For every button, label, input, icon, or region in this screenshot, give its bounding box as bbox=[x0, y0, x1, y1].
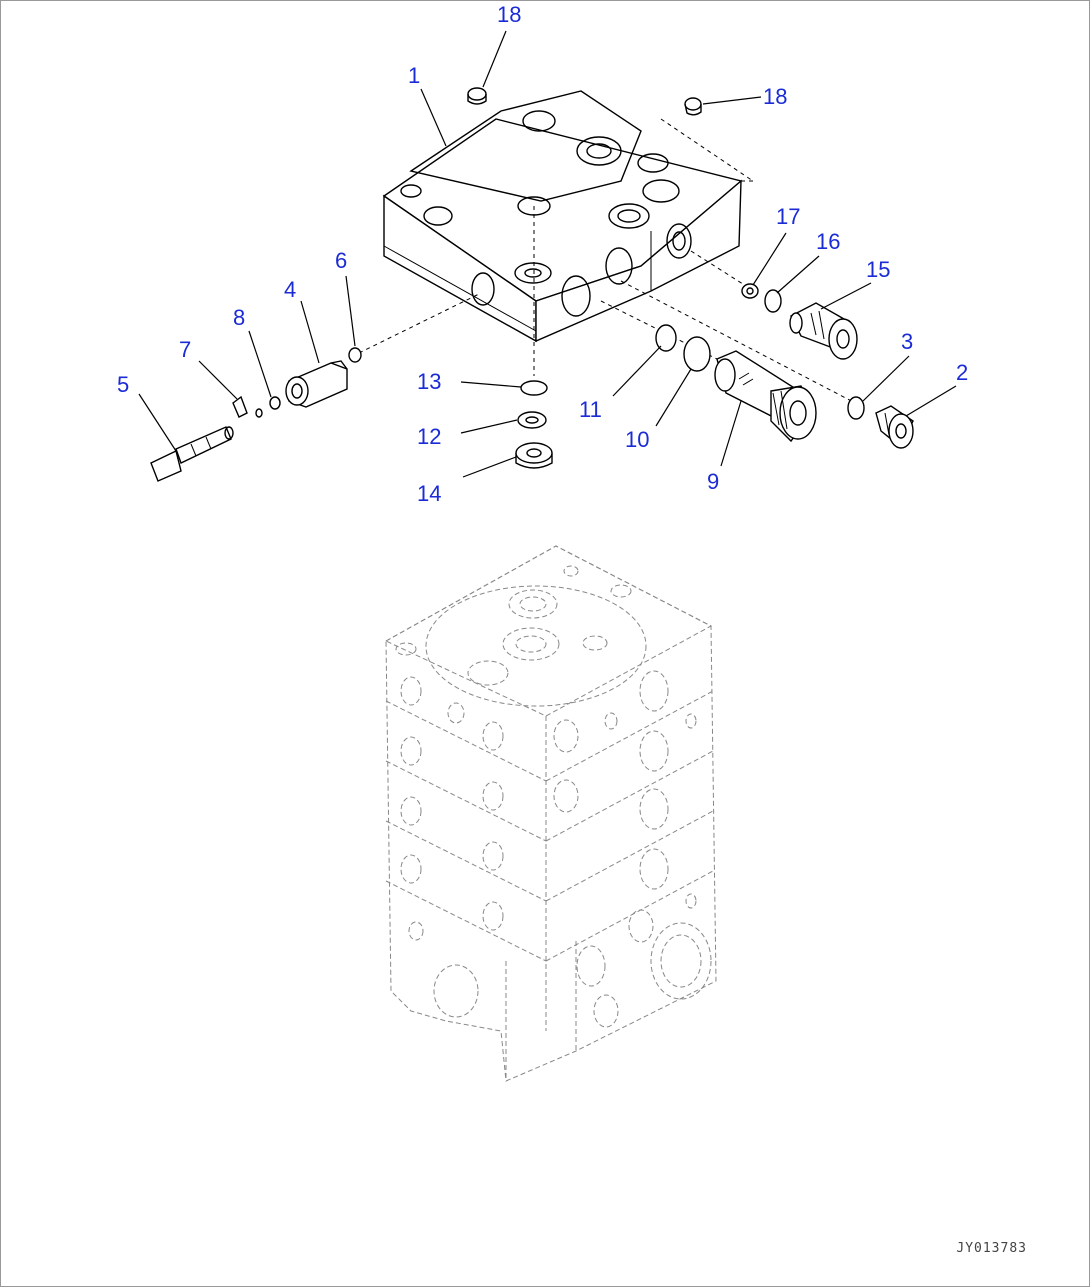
callout-1: 1 bbox=[408, 63, 421, 88]
callout-16: 16 bbox=[816, 229, 841, 254]
callout-13: 13 bbox=[417, 369, 442, 394]
callout-5: 5 bbox=[117, 372, 130, 397]
valve-part-4 bbox=[285, 360, 348, 408]
ring-part-8 bbox=[269, 396, 281, 410]
callout-7: 7 bbox=[179, 337, 192, 362]
callout-18-right: 18 bbox=[763, 84, 788, 109]
plug-part-9 bbox=[714, 350, 817, 443]
oring-part-10 bbox=[683, 336, 711, 372]
callout-6: 6 bbox=[335, 248, 348, 273]
oring-part-11 bbox=[655, 324, 677, 352]
callout-3: 3 bbox=[901, 329, 914, 354]
callout-8: 8 bbox=[233, 305, 246, 330]
callout-17: 17 bbox=[776, 204, 801, 229]
oring-part-16 bbox=[764, 289, 782, 313]
washer-part-12 bbox=[517, 411, 547, 429]
pin-part-7 bbox=[232, 395, 263, 418]
seal-part-6 bbox=[348, 347, 362, 363]
bolt-part-5 bbox=[150, 426, 234, 482]
plug-part-18-right bbox=[684, 97, 702, 116]
oring-part-3 bbox=[847, 396, 865, 420]
seal-part-13 bbox=[520, 380, 548, 396]
callout-14: 14 bbox=[417, 481, 442, 506]
callout-4: 4 bbox=[284, 277, 297, 302]
callout-11: 11 bbox=[579, 397, 602, 422]
valve-stack-assembly-ghost bbox=[384, 545, 717, 1082]
callout-9: 9 bbox=[707, 469, 720, 494]
valve-body-part-1 bbox=[382, 90, 754, 343]
callout-10: 10 bbox=[625, 427, 650, 452]
valve-part-15 bbox=[789, 302, 858, 360]
callout-18-top: 18 bbox=[497, 2, 522, 27]
plug-part-2 bbox=[875, 405, 914, 449]
plug-part-18-top bbox=[467, 87, 487, 105]
nut-part-14 bbox=[515, 442, 553, 469]
callout-2: 2 bbox=[956, 360, 969, 385]
drawing-reference-code: JY013783 bbox=[956, 1241, 1027, 1256]
callout-15: 15 bbox=[866, 257, 891, 282]
leader-lines bbox=[138, 30, 957, 478]
callout-12: 12 bbox=[417, 424, 442, 449]
ring-part-17 bbox=[741, 283, 759, 299]
